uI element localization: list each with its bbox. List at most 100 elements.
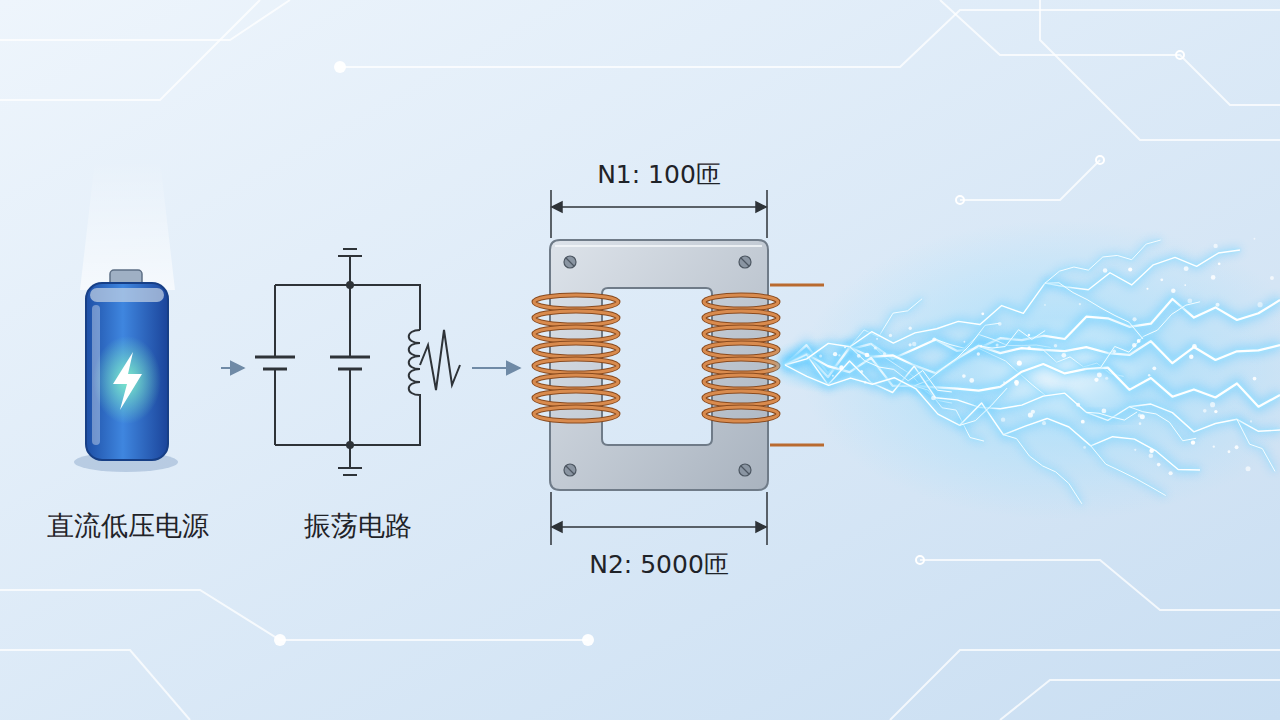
oscillator-schematic [255,249,460,475]
lightning-arc-part [1045,240,1161,283]
lightning-arc-part [1086,302,1200,369]
oscillator-schematic-part [349,462,351,468]
lightning-arc-part [1045,240,1161,283]
lightning-arc-part [1253,238,1255,240]
oscillator-schematic-part [275,285,420,330]
coil-windings-part [534,343,618,357]
oscillator-schematic-part [275,400,420,445]
lightning-arc-part [1054,344,1057,347]
lightning-arc-part [1132,343,1136,347]
lightning-arc-part [981,312,984,315]
lightning-arc-part [1213,244,1217,248]
lightning-arc-part [1042,421,1046,425]
circuit-traces-part [1000,680,1280,720]
lightning-arc-part [1079,303,1081,305]
oscillator-schematic-part [343,474,357,476]
coil-windings-part [534,359,618,373]
circuit-traces-part [920,560,1280,610]
lightning-arc-part [979,330,1045,348]
dimension-lines-part [560,526,758,528]
coil-windings-part [704,391,778,405]
lightning-arc-part [1014,380,1019,385]
lightning-arc-part [969,378,974,383]
lightning-arc-part [874,346,877,349]
lightning-arc-part [1149,448,1154,453]
lightning-arc-part [1028,412,1033,417]
coil-windings-part [704,295,778,309]
oscillator-schematic-part [409,330,420,400]
lightning-arc-part [1129,407,1196,441]
lightning-arc-part [1132,317,1136,321]
dimension-lines-part [552,202,562,212]
coil-windings-part [704,311,778,325]
trace-dots-part [916,556,924,564]
lightning-arc-part [1169,471,1173,475]
battery-icon-part [80,160,175,290]
winding-label: N1: 100匝 [597,160,721,190]
dimension-lines-part [766,190,768,238]
trace-dots-part [334,61,346,73]
lightning-arc-part [1139,422,1142,425]
junction-dot [346,281,354,449]
lightning-arc-part [844,346,846,348]
screws-part [566,258,749,474]
battery-icon-part [86,283,168,460]
block-label: 振荡电路 [304,510,412,542]
coil-windings [534,295,778,421]
lightning-arc-part [1138,414,1142,418]
lightning-arc-part [1003,435,1081,504]
lightning-arc-part [838,354,840,356]
lightning-arc-part [1094,378,1098,382]
battery-icon-part [92,305,100,445]
oscillator-schematic-part [274,369,276,445]
lightning-arc-part [1210,402,1215,407]
power-source: 直流低压电源 [39,250,217,542]
oscillator-schematic-part [330,356,370,359]
junction-dot-part [346,441,354,449]
lightning-arc-part [1086,302,1200,369]
lightning-arc [760,220,1280,520]
trace-dots-part [956,196,964,204]
lightning-arc-part [1213,445,1215,447]
transformer-part [555,245,762,247]
lightning-arc-part [1246,466,1251,471]
lightning-arc-part [1103,268,1108,273]
dimension-lines-part [550,190,552,238]
lightning-arc-part [1235,445,1239,449]
circuit-traces-part [1040,0,1280,140]
lightning-arc-part [979,330,1045,348]
lightning-arc-part [1149,453,1154,458]
coil-windings-part [534,311,618,325]
lightning-arc-part [1083,446,1086,449]
lightning-arc-part [1045,283,1143,339]
coil-windings-part [534,375,618,389]
coil-windings-part [704,407,778,421]
oscillator-schematic-part [349,256,351,262]
lightning-arc-part [1086,412,1137,420]
lightning-arc-part [1214,410,1217,413]
oscillator-schematic-part [349,262,351,357]
lightning-arc-part [1237,419,1275,471]
lightning-arc-part [1128,267,1132,271]
lightning-arc-part [1044,304,1046,306]
oscillator-schematic-part [274,285,276,357]
lightning-arc-part [876,338,878,340]
lightning-arc-part [1253,377,1257,381]
lightning-arc-part [1129,407,1196,441]
lightning-arc-part [962,374,966,378]
trace-dots-part [274,634,286,646]
lightning-arc-part [1250,420,1252,422]
lightning-arc-part [883,352,886,355]
lightning-arc-part [1045,283,1143,339]
circuit-traces-part [0,590,588,640]
coil-windings-part [534,343,618,357]
oscillator-schematic-part [420,330,460,390]
lightning-arc-part [1157,463,1161,467]
lightning-arc-part [785,365,1200,470]
coil-windings-part [704,327,778,341]
circuit-traces-part [0,650,190,720]
lightning-arc-part [1148,374,1150,376]
lightning-arc-part [1218,262,1221,265]
lightning-arc-part [1061,353,1066,358]
